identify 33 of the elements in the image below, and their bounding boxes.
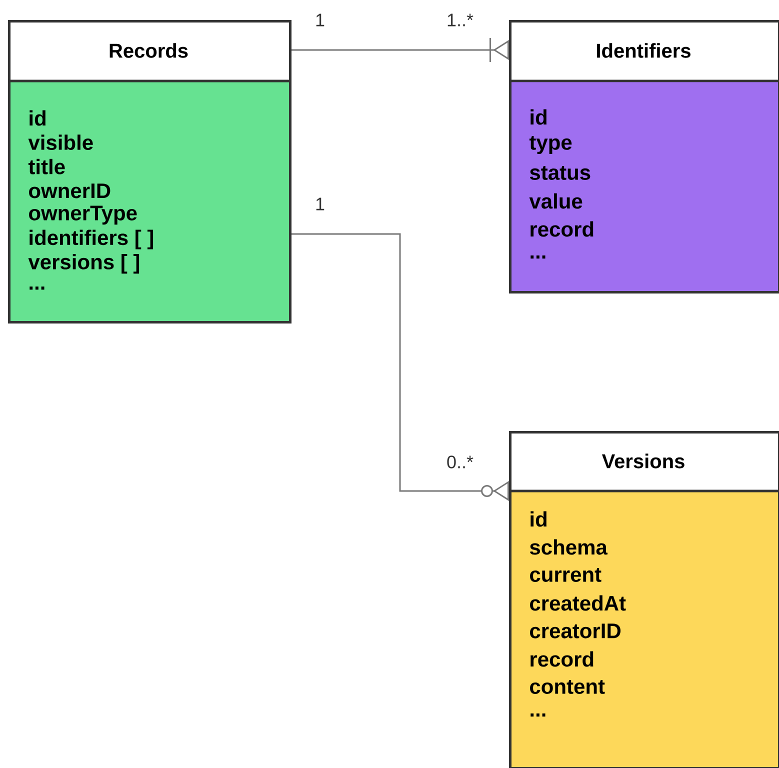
- relationship-line: [292, 38, 509, 62]
- multiplicity-label: 1: [316, 198, 324, 210]
- attribute-text: identifiers [ ]: [30, 230, 154, 250]
- attribute-text: record: [530, 651, 594, 667]
- multiplicity-label: 1..*: [448, 14, 474, 26]
- attribute-text: createdAt: [530, 595, 626, 611]
- attribute-text: ...: [530, 255, 546, 259]
- attribute-text: title: [28, 158, 65, 174]
- multiplicity-label: 0..*: [447, 456, 474, 468]
- multiplicity-label: 1: [316, 14, 324, 26]
- attribute-text: ownerID: [29, 184, 110, 198]
- attribute-text: id: [30, 110, 46, 126]
- attribute-text: content: [530, 680, 605, 694]
- entity-title: Records: [110, 43, 188, 58]
- attribute-text: record: [530, 221, 594, 237]
- attribute-text: ownerType: [29, 206, 137, 225]
- attribute-text: status: [530, 166, 590, 180]
- attribute-text: creatorID: [530, 624, 621, 638]
- attribute-text: ...: [30, 286, 44, 290]
- attribute-text: type: [529, 136, 572, 154]
- entity-box: [509, 431, 779, 768]
- attribute-text: id: [530, 511, 546, 527]
- attribute-text: current: [530, 568, 602, 582]
- attribute-text: schema: [530, 539, 608, 555]
- entity-title: Identifiers: [597, 43, 690, 58]
- entity-box: [8, 20, 292, 324]
- attribute-text: ...: [530, 713, 546, 717]
- entity-box: [509, 20, 779, 294]
- attribute-text: versions [ ]: [28, 254, 140, 274]
- attribute-text: value: [529, 193, 582, 209]
- entity-title: Versions: [602, 454, 684, 468]
- attribute-text: id: [530, 109, 546, 125]
- attribute-text: visible: [28, 134, 93, 150]
